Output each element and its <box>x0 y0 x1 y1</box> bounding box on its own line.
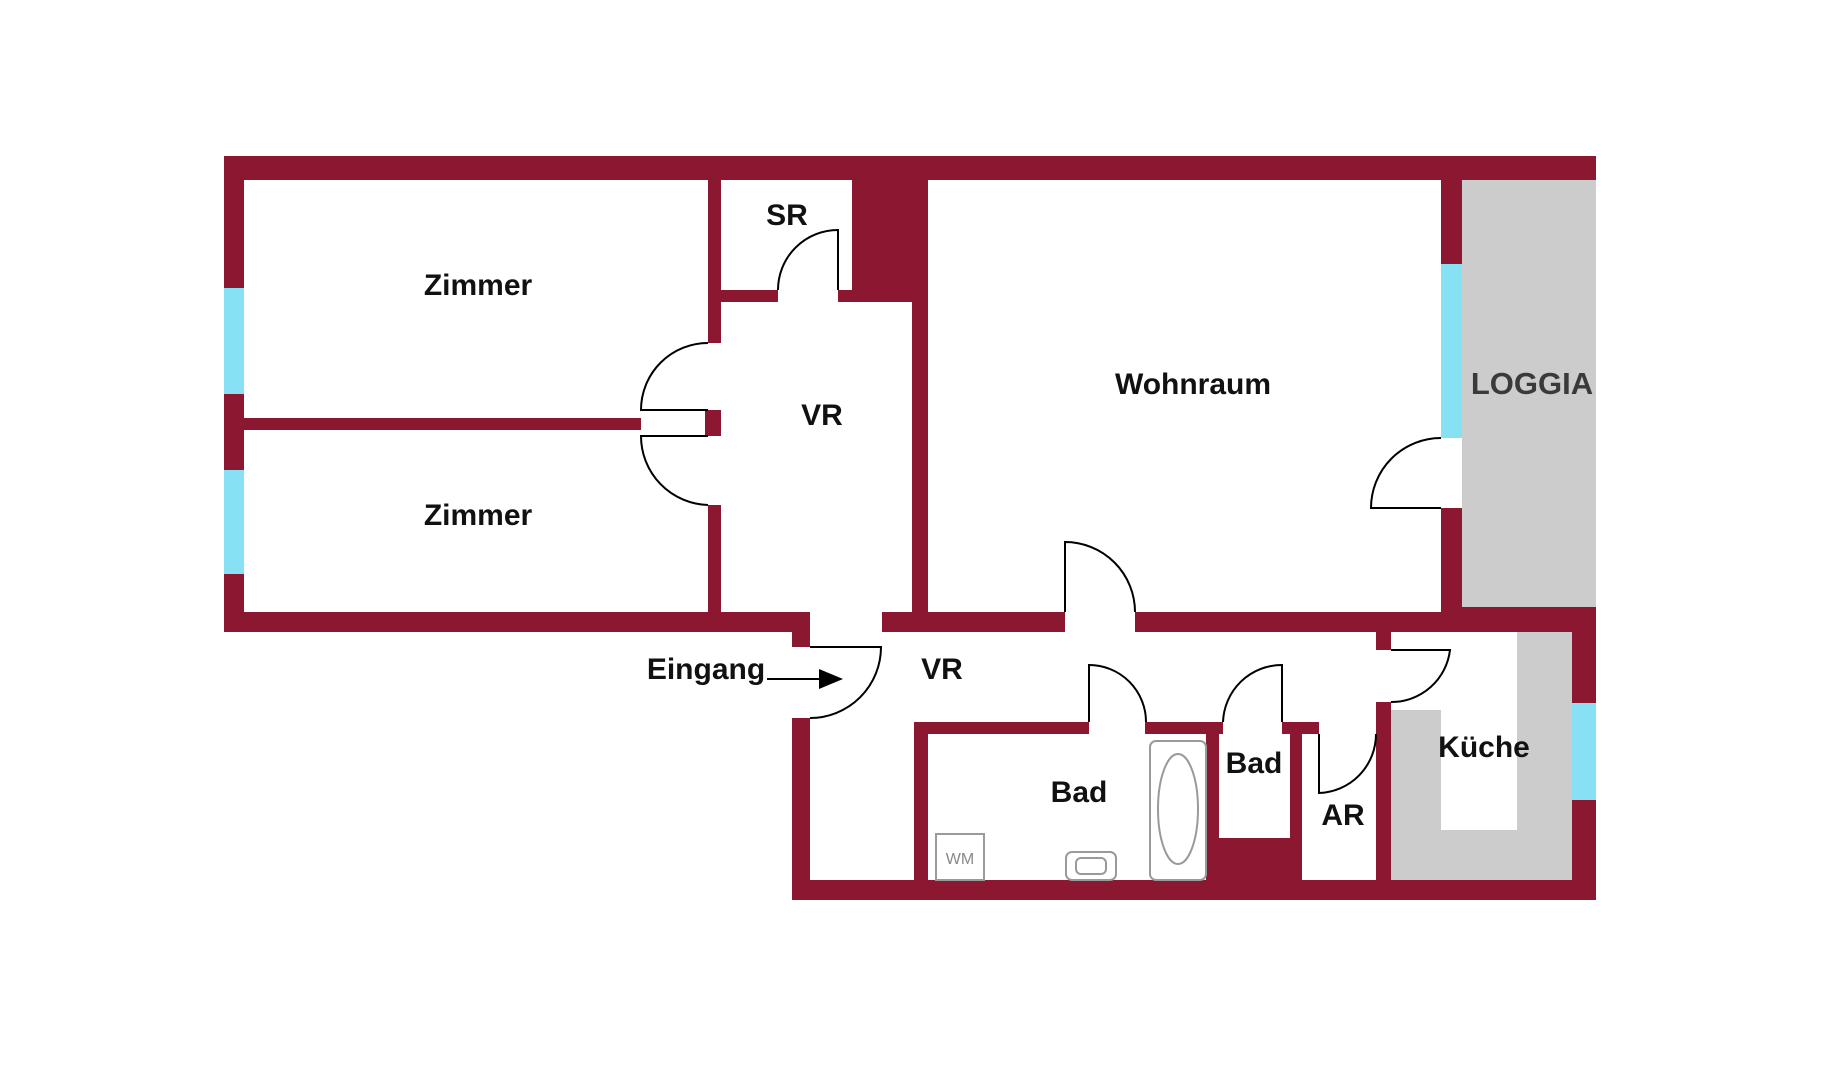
label-bad-small: Bad <box>1226 747 1283 780</box>
window-kueche <box>1572 703 1596 800</box>
label-washing-machine: WM <box>946 851 974 868</box>
label-vr-corridor: VR <box>921 653 963 686</box>
door-sr <box>777 228 839 291</box>
label-sr: SR <box>766 199 808 232</box>
window-zimmer-2 <box>224 470 244 574</box>
window-wohnraum <box>1441 264 1462 438</box>
room-labels: Zimmer Zimmer SR VR Wohnraum LOGGIA Eing… <box>424 199 1593 868</box>
label-loggia: LOGGIA <box>1471 366 1593 401</box>
label-zimmer-1: Zimmer <box>424 269 533 302</box>
label-bad-main: Bad <box>1051 776 1108 809</box>
door-entrance <box>809 646 883 719</box>
door-bad-main <box>1088 663 1147 723</box>
door-bad-small <box>1222 663 1283 723</box>
fixtures <box>935 740 1207 881</box>
door-loggia <box>1369 437 1442 509</box>
walls <box>224 156 1596 900</box>
sink-basin <box>1075 857 1107 875</box>
door-zimmer-2 <box>639 435 709 506</box>
door-zimmer-1 <box>639 342 709 411</box>
label-ar: AR <box>1321 799 1365 832</box>
label-zimmer-2: Zimmer <box>424 499 533 532</box>
door-ar <box>1318 733 1377 795</box>
bathtub-basin <box>1157 753 1199 865</box>
washing-machine <box>935 833 985 881</box>
label-vr-hall: VR <box>801 399 843 432</box>
label-wohnraum: Wohnraum <box>1115 368 1271 401</box>
door-wohnraum <box>1064 540 1136 613</box>
label-kueche: Küche <box>1438 731 1530 764</box>
label-eingang: Eingang <box>647 653 765 686</box>
kitchen-counter <box>1391 632 1572 880</box>
door-kueche <box>1390 649 1452 704</box>
loggia-floor <box>1462 180 1596 607</box>
doors <box>639 228 1452 795</box>
windows <box>224 264 1596 800</box>
window-zimmer-1 <box>224 288 244 394</box>
